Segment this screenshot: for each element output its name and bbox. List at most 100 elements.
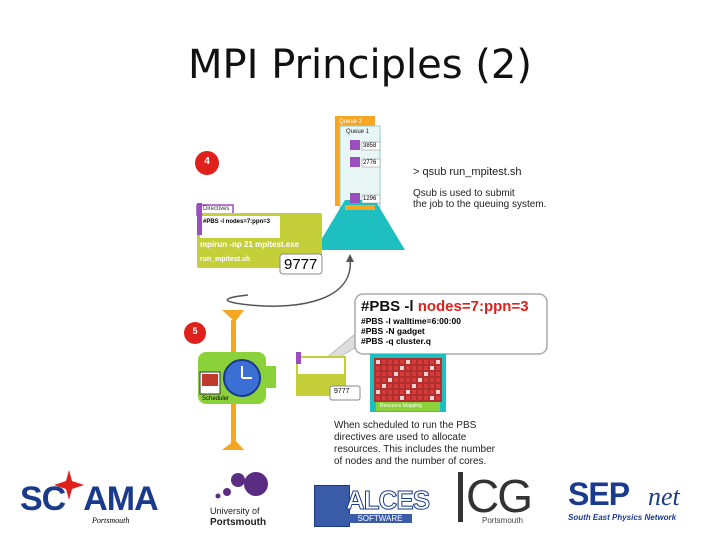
grid-cell [388, 396, 392, 400]
grid-cell [430, 384, 434, 388]
step5-description-3: resources. This includes the number [334, 444, 496, 455]
grid-cell [376, 378, 380, 382]
zoom-line-4: #PBS -q cluster.q [361, 336, 431, 346]
grid-cell [424, 390, 428, 394]
grid-cell [436, 372, 440, 376]
job-id-large: 9777 [284, 256, 318, 273]
queue2-label: Queue 2 [339, 119, 363, 125]
qsub-description-2: the job to the queuing system. [413, 199, 547, 210]
uop-line2: Portsmouth [210, 517, 267, 528]
grid-cell [406, 360, 410, 364]
grid-cell [382, 396, 386, 400]
grid-cell [388, 360, 392, 364]
qsub-command: > qsub run_mpitest.sh [413, 166, 522, 178]
zoom-pbs-line: #PBS -l nodes=7:ppn=3 [361, 298, 529, 315]
grid-cell [394, 378, 398, 382]
grid-cell [394, 366, 398, 370]
step5-description-2: directives are used to allocate [334, 432, 467, 443]
grid-cell [436, 384, 440, 388]
grid-cell [388, 372, 392, 376]
job-id: 1296 [363, 196, 377, 202]
uop-line1: University of [210, 506, 260, 516]
alces-logo: ALCES SOFTWARE [314, 485, 431, 527]
star-icon [54, 470, 84, 500]
grid-cell [406, 384, 410, 388]
grid-cell [376, 390, 380, 394]
grid-cell [382, 378, 386, 382]
flow-arrow [226, 257, 351, 307]
grid-cell [424, 384, 428, 388]
grid-cell [400, 366, 404, 370]
grid-cell [436, 390, 440, 394]
step5-description-1: When scheduled to run the PBS [334, 420, 477, 431]
uop-logo: University of Portsmouth [210, 470, 282, 532]
step5-description-4: of nodes and the number of cores. [334, 456, 487, 467]
sciama-end: AMA [83, 480, 158, 518]
grid-cell [412, 366, 416, 370]
grid-cell [388, 366, 392, 370]
grid-cell [412, 360, 416, 364]
directives-tab: Directives [203, 206, 230, 212]
grid-cell [382, 390, 386, 394]
grid-cell [412, 384, 416, 388]
sepnet-logo: SEP net South East Physics Network [568, 476, 708, 530]
icg-sub: Portsmouth [482, 516, 523, 525]
pbs-line: #PBS -l nodes=7:ppn=3 [203, 219, 271, 225]
grid-cell [424, 378, 428, 382]
zoom-line-3: #PBS -N gadget [361, 326, 425, 336]
grid-cell [418, 396, 422, 400]
grid-cell [418, 366, 422, 370]
script-filename: run_mpitest.sh [200, 256, 251, 263]
grid-cell [430, 378, 434, 382]
grid-cell [400, 372, 404, 376]
grid-cell [418, 372, 422, 376]
scheduler-label: Scheduler [202, 396, 230, 402]
grid-cell [400, 378, 404, 382]
grid-cell [406, 378, 410, 382]
grid-cell [430, 396, 434, 400]
grid-cell [376, 360, 380, 364]
pbs-nodes: nodes=7:ppn=3 [417, 298, 529, 315]
grid-cell [424, 396, 428, 400]
grid-cell [400, 384, 404, 388]
grid-cell [382, 366, 386, 370]
sep-sub: South East Physics Network [568, 513, 677, 522]
grid-cell [424, 360, 428, 364]
grid-cell [400, 396, 404, 400]
step4-number: 4 [204, 156, 210, 167]
grid-cell [418, 378, 422, 382]
grid-cell [412, 390, 416, 394]
job-icon [350, 193, 360, 203]
grid-cell [424, 366, 428, 370]
resource-label: Resource Mapping [380, 403, 422, 409]
alces-emblem-icon [314, 485, 350, 527]
grid-cell [406, 372, 410, 376]
step5-number: 5 [192, 326, 198, 336]
sep-net: net [648, 482, 680, 511]
grid-cell [382, 372, 386, 376]
grid-cell [430, 366, 434, 370]
job-id: 2776 [363, 160, 377, 166]
icg-logo: CG Portsmouth [452, 472, 542, 532]
sciama-sub: Portsmouth [92, 516, 130, 525]
queue-structure [315, 116, 405, 250]
grid-cell [430, 390, 434, 394]
grid-cell [400, 390, 404, 394]
grid-cell [436, 366, 440, 370]
mpirun-line: mpirun -np 21 mpitest.exe [200, 240, 300, 249]
grid-cell [430, 360, 434, 364]
grid-cell [382, 360, 386, 364]
grid-cell [376, 366, 380, 370]
grid-cell [394, 396, 398, 400]
queue1-label: Queue 1 [346, 129, 370, 135]
job-icon [350, 157, 360, 167]
grid-cell [376, 384, 380, 388]
page-title: MPI Principles (2) [188, 42, 532, 88]
step5-circle [184, 322, 206, 344]
grid-cell [418, 384, 422, 388]
step4-circle [195, 151, 219, 175]
zoom-line-2: #PBS -l walltime=6:00:00 [361, 316, 461, 326]
grid-cell [412, 378, 416, 382]
grid-cell [394, 360, 398, 364]
